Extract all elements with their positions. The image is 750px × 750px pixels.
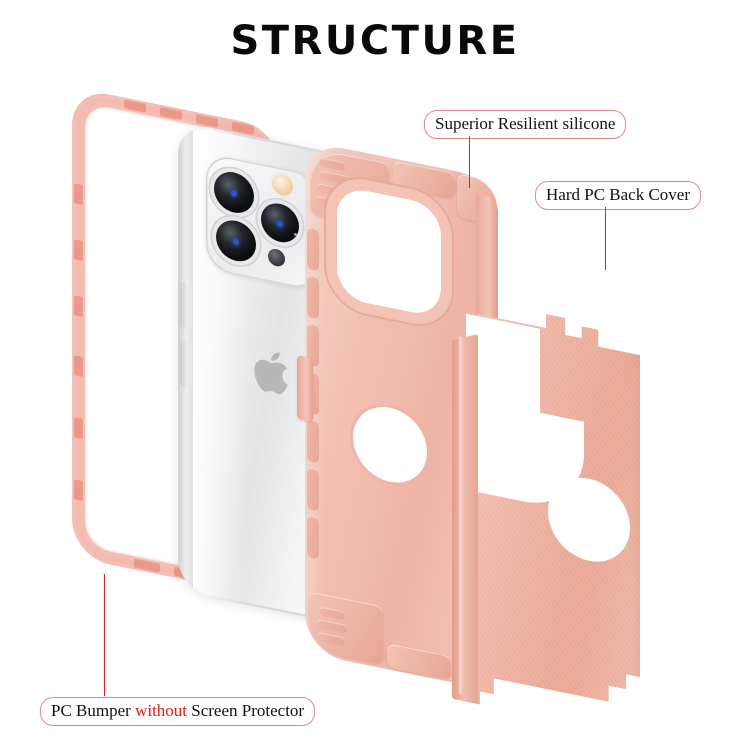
callout-label-text-after: Screen Protector [187,701,305,720]
bumper-tab [74,417,83,440]
silicone-side-grip [307,466,319,512]
lidar-sensor-icon [268,247,285,268]
silicone-side-grip [307,274,319,320]
phone-volume-button [180,339,187,387]
leader-line-pc-bumper [104,574,106,696]
silicone-side-grip [307,514,319,560]
silicone-side-grip [307,418,319,464]
camera-lens [216,216,256,265]
callout-hard-pc-back-cover[interactable]: Hard PC Back Cover [535,181,702,210]
callout-label-text: Superior Resilient silicone [435,114,616,133]
bumper-tab [74,239,83,262]
bumper-tab [74,183,83,206]
silicone-power-button-cover [297,354,313,423]
pc-back-cover-spine-highlight [459,336,464,696]
apple-logo-icon [254,352,288,395]
camera-module [206,152,318,292]
pc-back-cover-spine [452,329,478,704]
microphone-icon [294,232,297,237]
callout-label-text: Hard PC Back Cover [546,185,691,204]
pc-back-cover [452,199,640,737]
bumper-tab [74,355,83,378]
bumper-tab [74,479,83,502]
page-title: STRUCTURE [230,18,520,64]
silicone-side-grip [307,226,319,272]
leader-line-silicone [469,136,471,188]
camera-lens [214,168,254,217]
bumper-tab [74,295,83,318]
callout-superior-resilient-silicone[interactable]: Superior Resilient silicone [424,110,627,139]
camera-lens [261,199,299,246]
callout-pc-bumper[interactable]: PC Bumper without Screen Protector [40,697,316,726]
callout-label-highlight: without [135,701,188,720]
callout-label-text-before: PC Bumper [51,701,136,720]
smartphone [178,121,364,629]
camera-flash-icon [272,172,293,198]
phone-body [178,121,364,629]
phone-volume-button [180,281,187,329]
leader-line-pc-back-cover [605,207,607,270]
